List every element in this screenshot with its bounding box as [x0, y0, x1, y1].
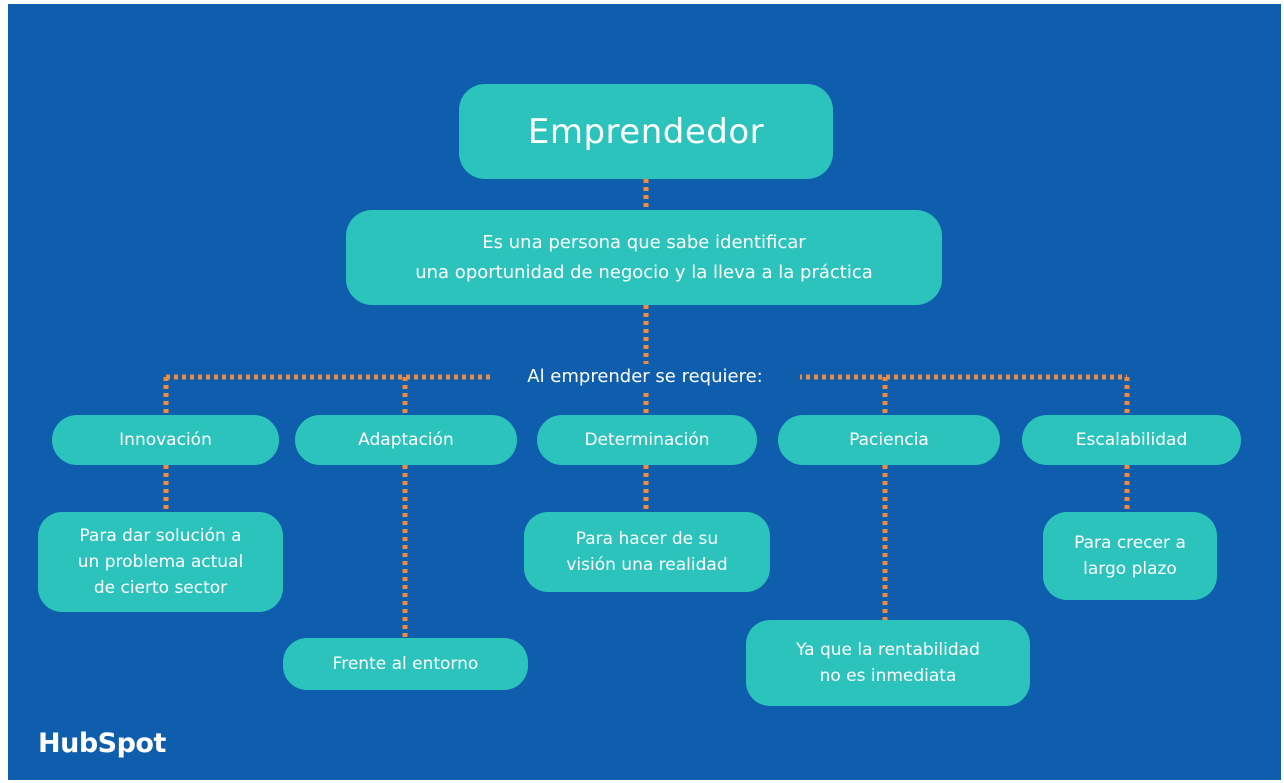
title-node: Emprendedor [459, 84, 833, 179]
category-node-innovacion: Innovación [52, 415, 279, 465]
title-text: Emprendedor [527, 111, 765, 152]
category-label: Adaptación [358, 430, 454, 450]
description-line: largo plazo [1083, 559, 1177, 579]
category-label: Escalabilidad [1075, 430, 1188, 450]
category-label: Determinación [584, 430, 710, 450]
category-node-determinacion: Determinación [537, 415, 757, 465]
description-line: un problema actual [77, 552, 244, 572]
description-line: Para crecer a [1074, 533, 1186, 553]
definition-node: Es una persona que sabe identificar una … [346, 210, 942, 305]
description-node-escalabilidad: Para crecer a largo plazo [1043, 512, 1217, 600]
description-node-paciencia: Ya que la rentabilidad no es inmediata [746, 620, 1030, 706]
description-node-determinacion: Para hacer de su visión una realidad [524, 512, 770, 592]
category-label: Innovación [119, 430, 212, 450]
category-node-escalabilidad: Escalabilidad [1022, 415, 1241, 465]
category-node-adaptacion: Adaptación [295, 415, 517, 465]
description-line: Para hacer de su [575, 529, 719, 549]
description-line: no es inmediata [819, 666, 957, 686]
hubspot-logo: HubSpot [38, 728, 166, 759]
description-line: Ya que la rentabilidad [796, 640, 980, 660]
definition-line-1: Es una persona que sabe identificar [482, 231, 806, 253]
description-node-adaptacion: Frente al entorno [283, 638, 528, 690]
connector-label: Al emprender se requiere: [490, 364, 800, 390]
description-line: Frente al entorno [332, 654, 479, 674]
description-line: Para dar solución a [79, 526, 242, 546]
category-node-paciencia: Paciencia [778, 415, 1000, 465]
description-line: de cierto sector [93, 578, 228, 598]
category-label: Paciencia [849, 430, 929, 450]
description-line: visión una realidad [566, 555, 728, 575]
definition-line-2: una oportunidad de negocio y la lleva a … [415, 261, 873, 283]
description-node-innovacion: Para dar solución a un problema actual d… [38, 512, 283, 612]
